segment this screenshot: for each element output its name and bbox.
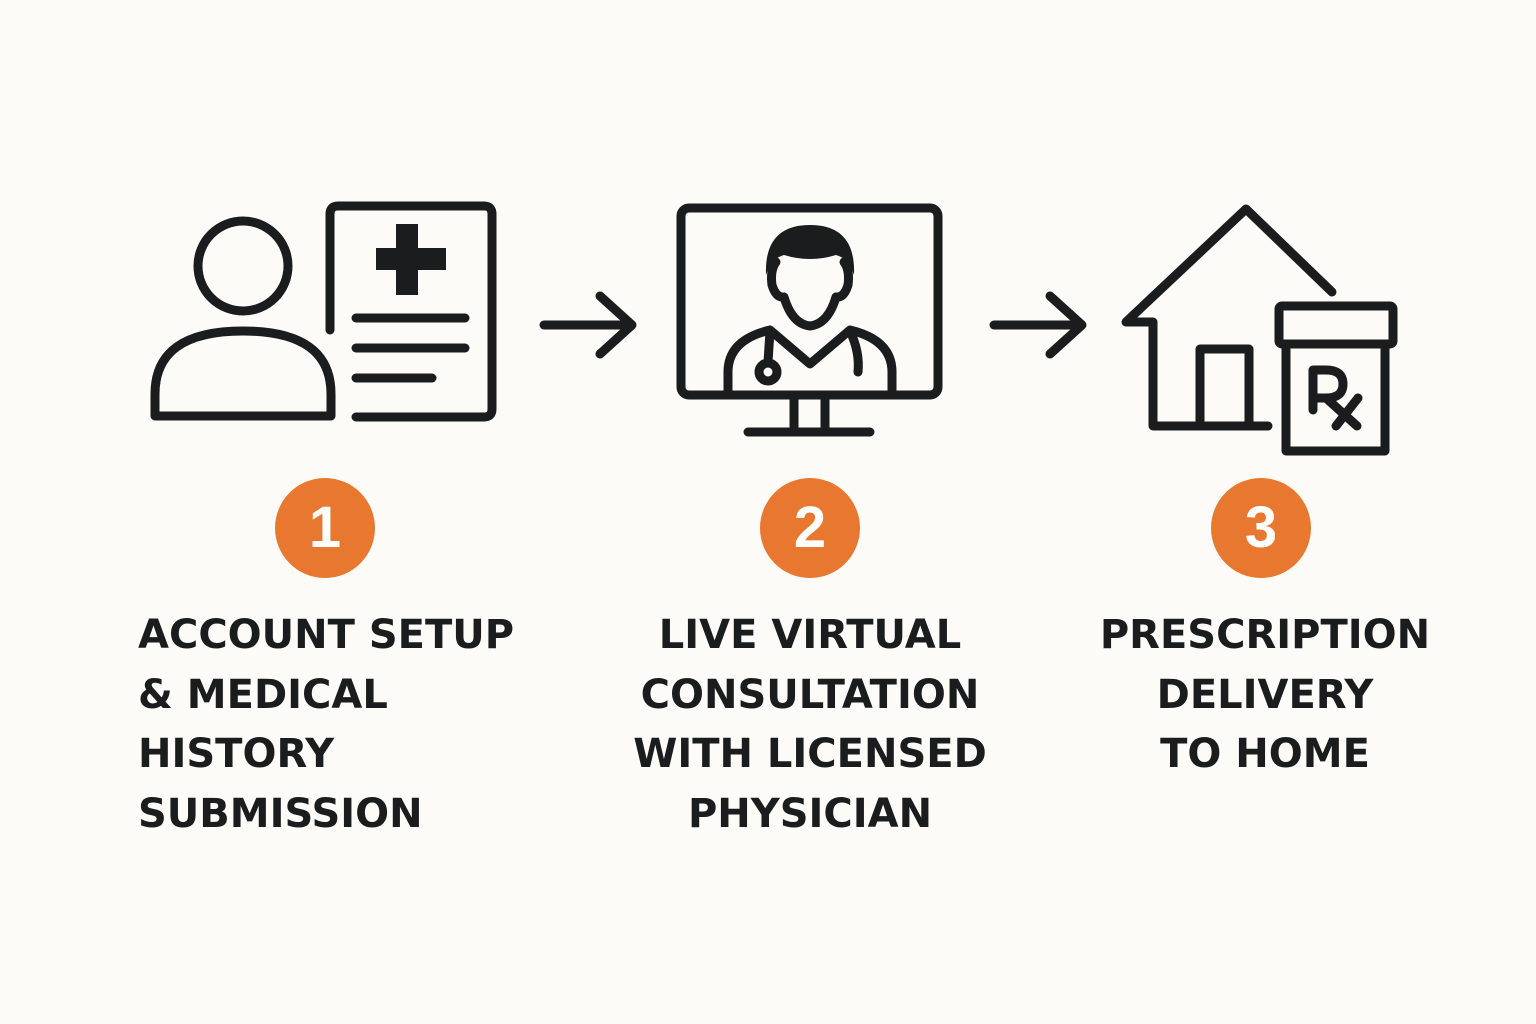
step-label-line: SUBMISSION bbox=[138, 790, 423, 837]
house-icon bbox=[1121, 204, 1337, 431]
doctor-hair-icon bbox=[765, 225, 855, 275]
step-label-line: ACCOUNT SETUP bbox=[138, 612, 515, 658]
step-label-line: WITH LICENSED bbox=[633, 731, 987, 777]
step-label: PRESCRIPTION DELIVERY TO HOME bbox=[1075, 606, 1455, 785]
medical-document-icon bbox=[325, 201, 497, 422]
step-label-line: & MEDICAL bbox=[138, 671, 388, 718]
step-label-line: PHYSICIAN bbox=[687, 790, 933, 837]
arrow-right-icon bbox=[539, 291, 637, 359]
person-head-icon bbox=[193, 216, 293, 316]
rx-symbol-icon bbox=[1308, 365, 1363, 431]
monitor-screen-icon bbox=[676, 203, 943, 400]
step-number-badge: 3 bbox=[1211, 478, 1311, 578]
step-label-line: HISTORY bbox=[138, 731, 335, 777]
step-number-badge: 1 bbox=[275, 478, 375, 578]
person-body-icon bbox=[150, 326, 336, 421]
step-label-line: PRESCRIPTION bbox=[1099, 612, 1431, 658]
doctor-head-icon bbox=[767, 257, 853, 331]
step-label-line: DELIVERY bbox=[1156, 671, 1374, 718]
step-label-line: TO HOME bbox=[1160, 731, 1370, 777]
medical-cross-icon bbox=[376, 224, 446, 295]
stethoscope-icon bbox=[763, 326, 863, 377]
doctor-body-icon bbox=[723, 325, 897, 396]
step-label-line: LIVE VIRTUAL bbox=[658, 612, 962, 658]
step-label-line: CONSULTATION bbox=[640, 671, 980, 718]
house-door-icon bbox=[1195, 344, 1254, 431]
patient-medical-record-icon bbox=[150, 201, 497, 422]
home-prescription-delivery-icon bbox=[1121, 204, 1398, 456]
bottle-cap-icon bbox=[1274, 301, 1398, 349]
step-label: ACCOUNT SETUP & MEDICAL HISTORY SUBMISSI… bbox=[138, 606, 514, 844]
step-label: LIVE VIRTUAL CONSULTATION WITH LICENSED … bbox=[610, 606, 1010, 844]
prescription-bottle-icon bbox=[1281, 339, 1390, 456]
virtual-doctor-monitor-icon bbox=[676, 203, 943, 437]
arrow-right-icon bbox=[989, 291, 1087, 359]
step-number-badge: 2 bbox=[760, 478, 860, 578]
stethoscope-icon bbox=[754, 358, 782, 386]
